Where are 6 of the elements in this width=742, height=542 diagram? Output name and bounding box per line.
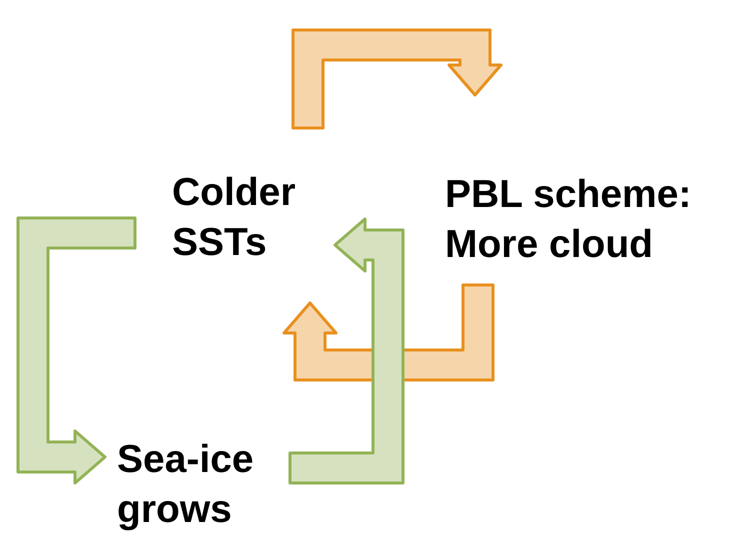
block-arrow	[16, 216, 136, 484]
block-arrow	[288, 218, 404, 484]
block-arrow	[292, 28, 502, 130]
node-label: Sea-ice grows	[117, 437, 255, 533]
node-label: PBL scheme: More cloud	[445, 172, 692, 268]
node-label: Colder SSTs	[172, 170, 297, 266]
